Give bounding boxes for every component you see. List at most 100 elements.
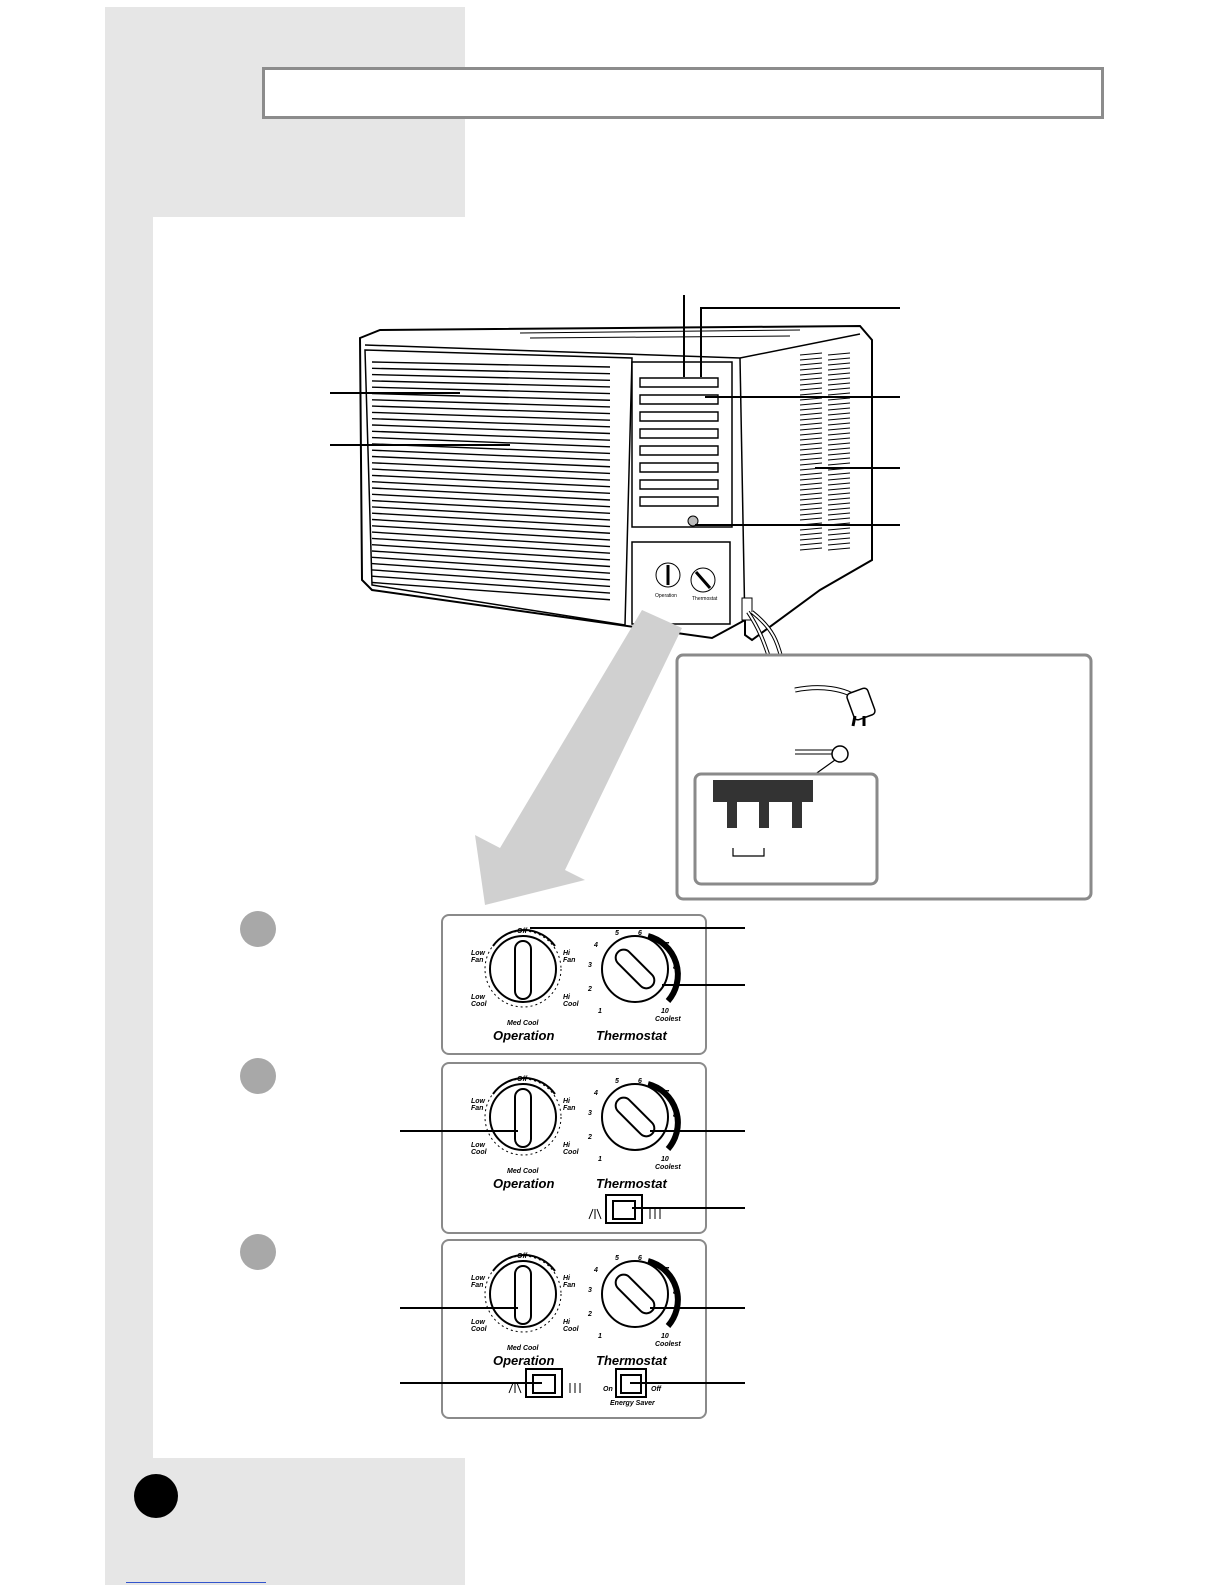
louver-blade — [639, 445, 719, 456]
thermo-num-6: 6 — [638, 1078, 642, 1085]
thermo-num-5: 5 — [615, 930, 619, 937]
side-vent-slot — [799, 452, 823, 456]
op-med-cool-label: Med Cool — [507, 1345, 539, 1352]
grille-slat — [371, 367, 611, 375]
thermo-num-8: 8 — [673, 1289, 677, 1296]
side-vent-slot — [799, 362, 823, 366]
op-off-label: Off — [517, 1253, 527, 1260]
grille-slat — [371, 556, 611, 574]
side-vent-slot — [799, 482, 823, 486]
op-low-cool-label-1: Low — [471, 994, 485, 1001]
thermo-num-8: 8 — [673, 964, 677, 971]
thermo-num-2: 2 — [588, 1311, 592, 1318]
grille-slat — [371, 562, 611, 581]
thermo-num-6: 6 — [638, 930, 642, 937]
side-vent-slot — [799, 472, 823, 476]
louver-blade — [639, 496, 719, 507]
panel2-callout-switch — [632, 1207, 745, 1209]
thermo-coolest-label: Coolest — [655, 1016, 681, 1023]
side-vent-slot — [799, 377, 823, 381]
grille-slat — [371, 361, 611, 368]
front-grille — [371, 361, 611, 601]
grille-slat — [371, 455, 611, 468]
unit-operation-label: Operation — [655, 593, 677, 599]
op-hi-fan-label-1: Hi — [563, 950, 570, 957]
step-dot-1 — [240, 911, 276, 947]
thermo-num-2: 2 — [588, 1134, 592, 1141]
side-vent-slot — [799, 517, 823, 521]
thermo-num-4: 4 — [594, 942, 598, 949]
grille-slat — [371, 462, 611, 475]
side-vent-slot — [827, 372, 851, 376]
louver-blade — [639, 394, 719, 405]
side-vent-slot — [827, 382, 851, 386]
callout-line-left-1 — [330, 392, 460, 394]
side-vent-slot — [799, 357, 823, 361]
side-vent-slot — [827, 477, 851, 481]
side-vent-slot — [827, 507, 851, 511]
side-vent-slot — [827, 452, 851, 456]
unit-thermostat-label: Thermostat — [692, 596, 718, 602]
step-dot-3 — [240, 1234, 276, 1270]
panel-2-knobs — [484, 1077, 681, 1224]
op-hi-cool-label-2: Cool — [563, 1149, 579, 1156]
side-vent-slot — [827, 412, 851, 416]
side-vent-slot — [827, 457, 851, 461]
callout-line-vert-2 — [700, 307, 702, 377]
grille-slat — [371, 399, 611, 408]
grille-slat — [371, 386, 611, 395]
op-hi-fan-label-2: Fan — [563, 957, 576, 964]
energy-saver-on-label: On — [603, 1386, 613, 1393]
op-low-cool-label-2: Cool — [471, 1149, 487, 1156]
thermostat-title: Thermostat — [596, 1353, 667, 1368]
thermo-num-10: 10 — [661, 1156, 669, 1163]
op-med-cool-label: Med Cool — [507, 1168, 539, 1175]
op-low-cool-label-1: Low — [471, 1142, 485, 1149]
side-vent-slot — [799, 442, 823, 446]
side-vent-slot — [799, 402, 823, 406]
thermo-num-9: 9 — [673, 986, 677, 993]
panel3-callout-op — [400, 1307, 518, 1309]
side-vent-slot — [827, 497, 851, 501]
op-hi-cool-label-2: Cool — [563, 1001, 579, 1008]
louver-blade — [639, 377, 719, 388]
side-vent-slot — [799, 457, 823, 461]
side-vent-slot — [827, 422, 851, 426]
thermo-num-7: 7 — [665, 942, 669, 949]
grille-slat — [371, 512, 611, 528]
thermo-num-3: 3 — [588, 1110, 592, 1117]
thermo-num-7: 7 — [665, 1090, 669, 1097]
thermo-num-1: 1 — [598, 1333, 602, 1340]
operation-title: Operation — [493, 1028, 555, 1043]
side-vent-slot — [827, 437, 851, 441]
thermostat-title: Thermostat — [596, 1028, 667, 1043]
thermo-num-3: 3 — [588, 962, 592, 969]
op-low-fan-label-1: Low — [471, 950, 485, 957]
grille-slat — [371, 544, 611, 561]
grille-slat — [371, 405, 611, 415]
side-vent-slot — [799, 397, 823, 401]
side-vent-slot — [827, 482, 851, 486]
side-vent-slot — [799, 537, 823, 541]
side-vent-slot — [799, 437, 823, 441]
side-vent-slot — [799, 417, 823, 421]
panel1-callout-thermo — [662, 984, 745, 986]
op-low-cool-label-2: Cool — [471, 1001, 487, 1008]
grille-slat — [371, 481, 611, 495]
louver-blade — [639, 428, 719, 439]
louver-blade — [639, 411, 719, 422]
grille-slat — [371, 531, 611, 548]
grille-slat — [371, 506, 611, 521]
grille-slat — [371, 392, 611, 401]
thermo-num-9: 9 — [673, 1134, 677, 1141]
panel3-callout-switch — [400, 1382, 542, 1384]
panel1-callout-op — [530, 927, 745, 929]
op-hi-cool-label-1: Hi — [563, 1319, 570, 1326]
panel-1-knobs — [484, 929, 681, 1008]
side-vent-slot — [827, 492, 851, 496]
side-vent-slot — [827, 392, 851, 396]
side-vent-slot — [799, 382, 823, 386]
side-vent-slot — [827, 527, 851, 531]
side-vent-slot — [799, 387, 823, 391]
